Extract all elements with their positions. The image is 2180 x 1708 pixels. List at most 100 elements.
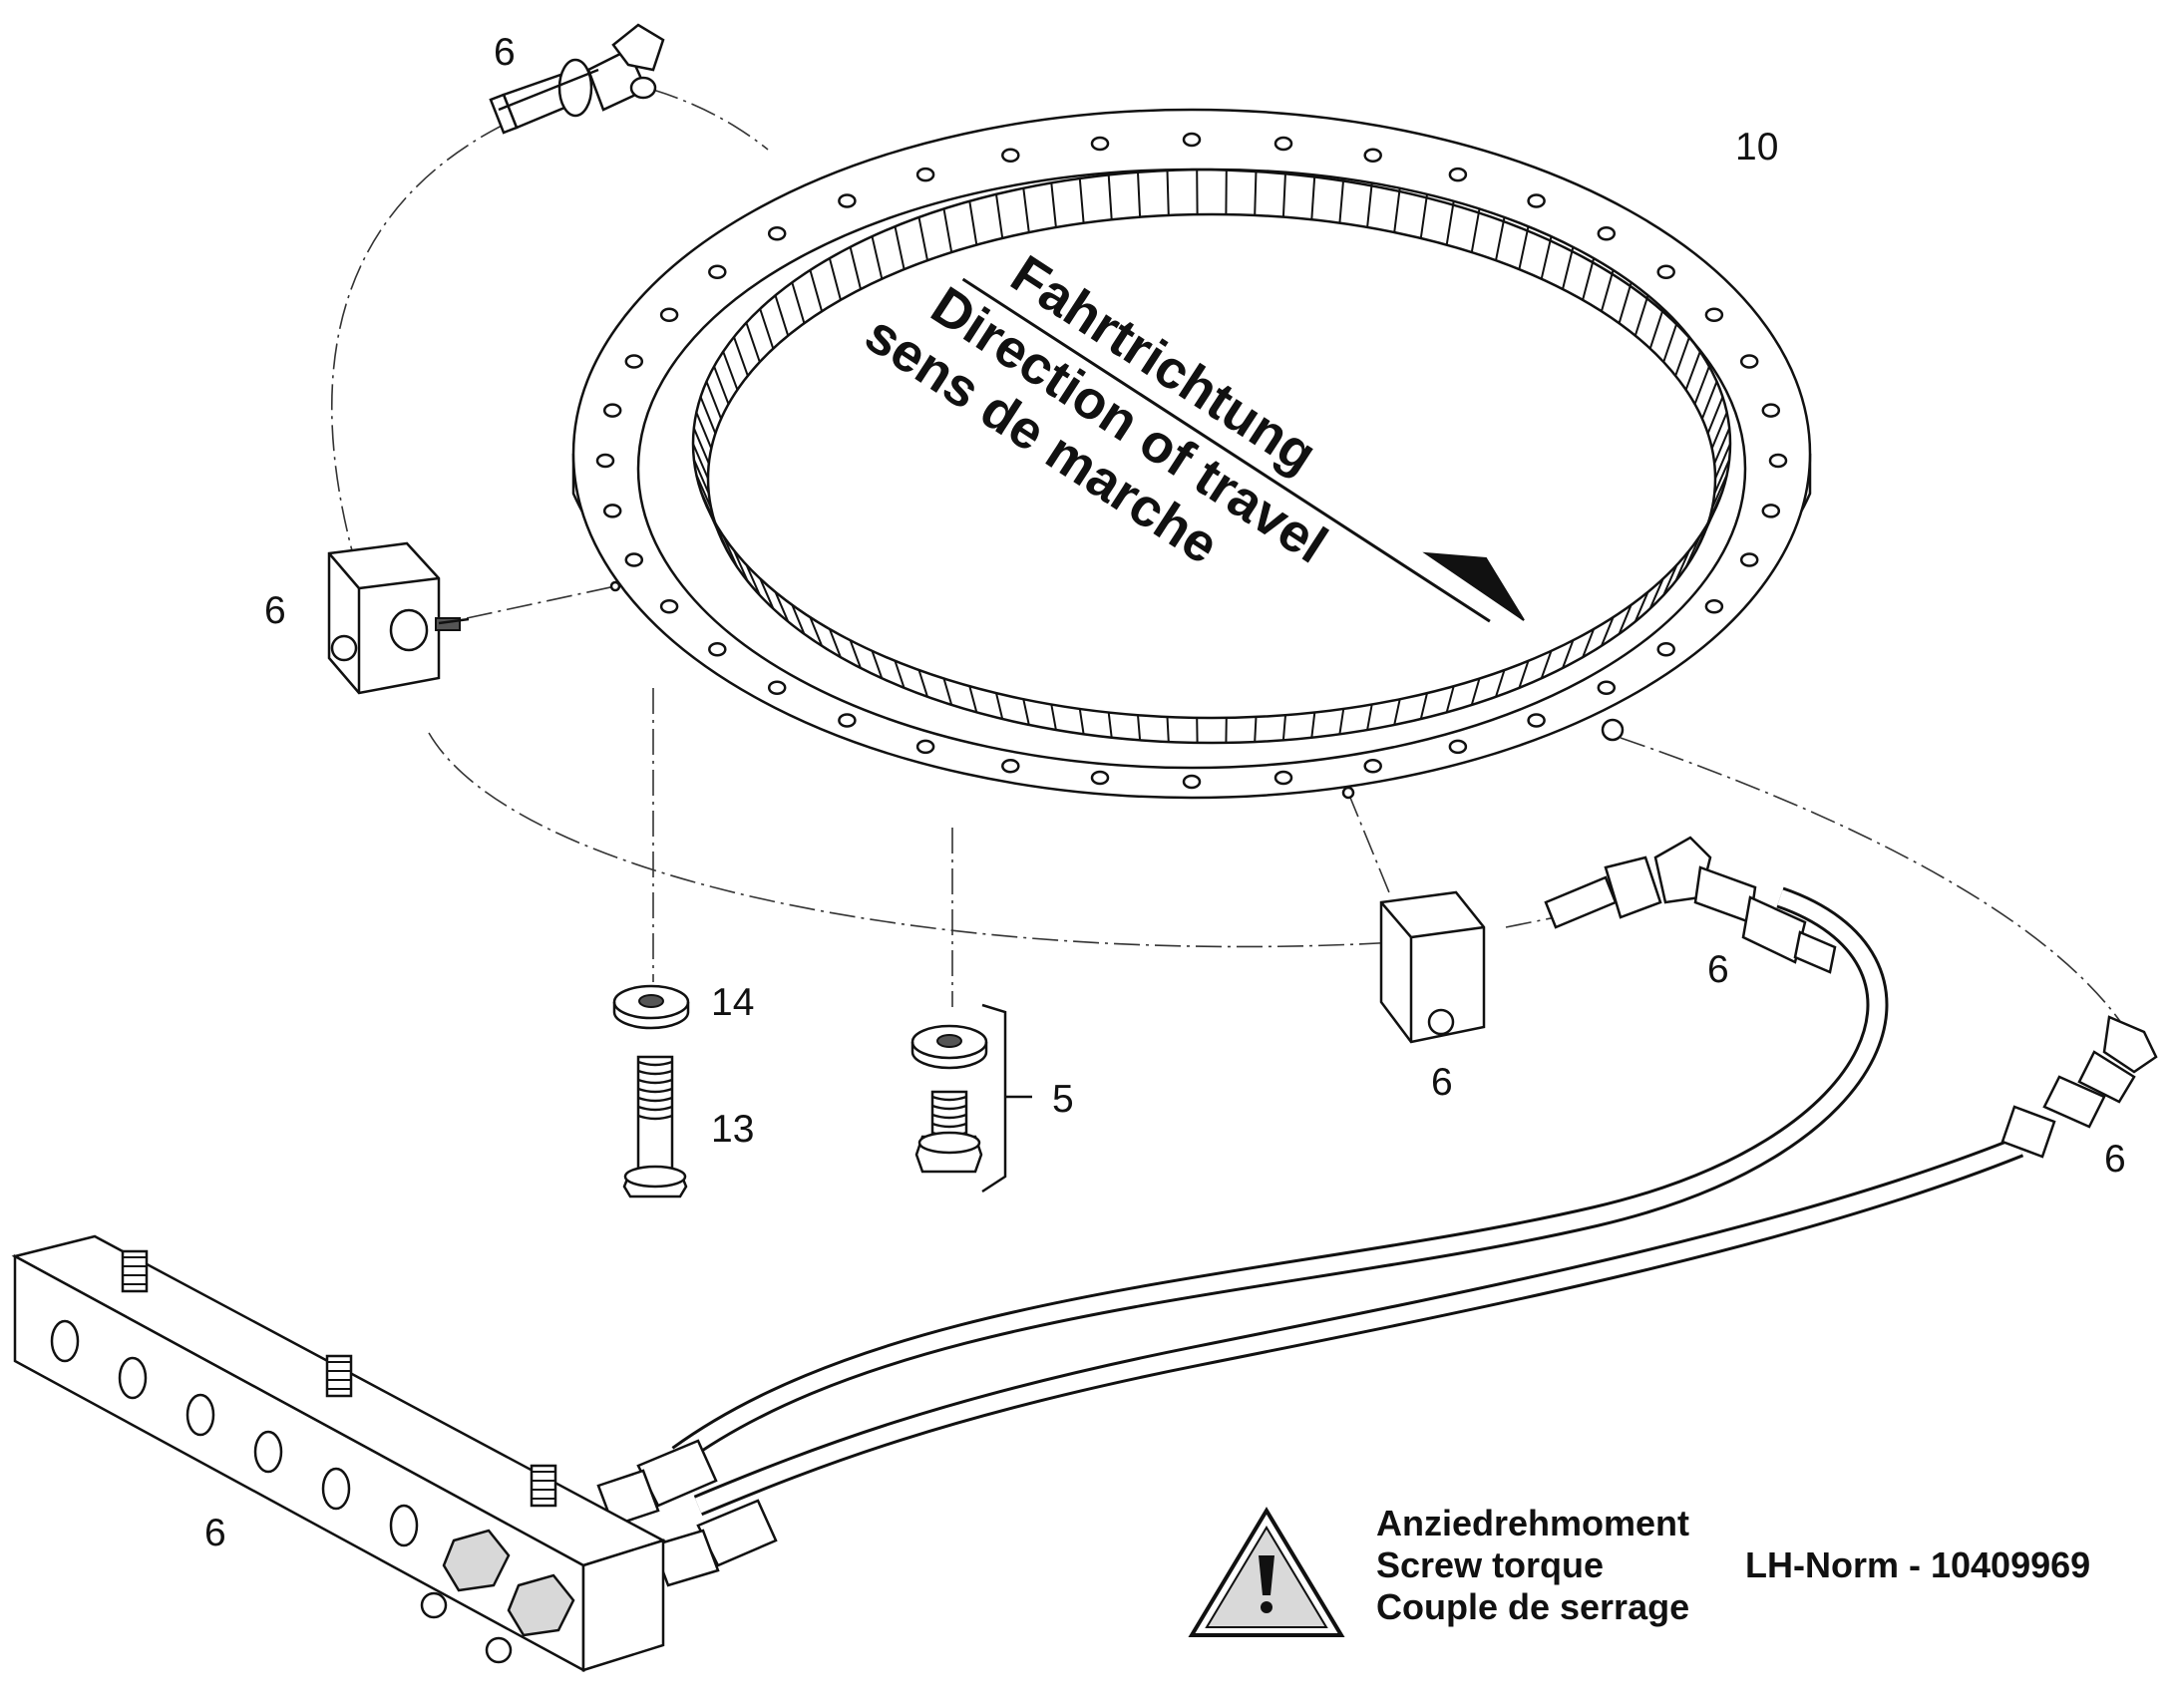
gear-tooth: [1419, 193, 1428, 239]
gear-tooth: [828, 628, 842, 658]
gear-tooth: [774, 295, 790, 336]
gear-tooth: [917, 216, 928, 261]
gear-tooth: [1137, 171, 1142, 217]
manifold-port: [389, 1504, 419, 1547]
torque-note-en: Screw torque: [1376, 1544, 1604, 1585]
lube-port: [1601, 718, 1625, 742]
gear-tooth: [699, 396, 717, 435]
slewing-ring: [571, 108, 1812, 800]
gear-tooth: [1684, 534, 1701, 568]
bolt-hole: [1363, 148, 1382, 164]
hose-lines: [671, 886, 2024, 1517]
gear-tooth: [1714, 443, 1731, 480]
gear-tooth: [745, 563, 761, 596]
gear-tooth: [1634, 591, 1649, 622]
gear-tooth: [1366, 704, 1373, 731]
gear-tooth: [1078, 177, 1085, 223]
grease-valve-fitting: [489, 23, 665, 135]
bolt-hole: [1656, 642, 1675, 657]
gear-tooth: [1078, 708, 1085, 735]
callout-14-washer: 14: [711, 981, 754, 1024]
gear-tooth: [968, 200, 978, 245]
bolt-hole: [659, 307, 679, 323]
gear-tooth: [1600, 269, 1615, 312]
gear-tooth: [1648, 308, 1664, 350]
clamp-block-right: [1379, 890, 1486, 1044]
bolt-hole: [838, 713, 857, 728]
gear-tooth: [995, 692, 1004, 720]
gear-tooth: [1582, 628, 1596, 658]
gear-tooth: [1310, 712, 1316, 738]
gear-tooth: [695, 474, 713, 510]
hose-end-fittings: [596, 1439, 778, 1587]
gear-teeth: [692, 170, 1731, 743]
gear-tooth: [745, 322, 761, 363]
gear-tooth: [774, 591, 790, 622]
gear-tooth: [791, 282, 806, 324]
gear-tooth: [1254, 716, 1258, 743]
bolt-hole: [1182, 132, 1202, 148]
gear-tooth: [1281, 171, 1286, 217]
bolt-hole: [1704, 307, 1724, 323]
gear-tooth: [722, 351, 739, 391]
bolt-item-13: [622, 1055, 688, 1198]
gear-tooth: [1600, 616, 1615, 647]
gear-tooth: [1495, 216, 1506, 261]
bolt-hole: [767, 226, 787, 241]
gear-tooth: [1166, 170, 1170, 216]
gear-tooth: [968, 685, 978, 713]
gear-tooth: [1618, 604, 1633, 635]
gear-tooth: [1540, 235, 1553, 279]
bolt-hole: [915, 739, 935, 755]
lube-port: [609, 580, 621, 592]
bolt-hole: [1761, 504, 1781, 518]
gear-tooth: [759, 308, 775, 350]
bolt-hole: [767, 680, 787, 695]
bolt-hole: [915, 167, 935, 182]
washer-item-14: [612, 984, 690, 1030]
gear-tooth: [692, 427, 710, 465]
gear-tooth: [894, 225, 906, 270]
manifold-port: [118, 1356, 148, 1400]
gear-tooth: [1310, 174, 1316, 220]
gear-tooth: [791, 604, 806, 635]
bolt-hole: [1527, 713, 1546, 728]
gear-tooth: [1562, 246, 1575, 290]
ring-bolt-holes: [595, 132, 1788, 790]
bolt-hole: [1090, 136, 1110, 152]
gear-tooth: [692, 459, 710, 495]
gear-tooth: [1700, 381, 1718, 420]
gear-tooth: [733, 336, 749, 377]
gear-tooth: [849, 639, 862, 669]
gear-tooth: [1693, 366, 1710, 405]
bolt-hole: [1527, 193, 1546, 208]
gear-tooth: [1713, 427, 1731, 465]
bolt-hole: [708, 642, 727, 657]
gear-tooth: [942, 678, 953, 706]
bolt-hole: [1273, 770, 1293, 786]
gear-tooth: [1022, 187, 1030, 233]
gear-tooth: [1582, 257, 1596, 301]
bolt-hole: [1448, 739, 1468, 755]
manifold-port: [253, 1430, 283, 1474]
bolt-hole: [1273, 136, 1293, 152]
gear-tooth: [1540, 650, 1553, 679]
gear-tooth: [1648, 577, 1664, 609]
torque-standard-reference: LH-Norm - 10409969: [1745, 1544, 2090, 1585]
bolt-hole: [1001, 758, 1020, 774]
gear-tooth: [1634, 295, 1649, 336]
hose-fitting-right: [1544, 836, 1837, 974]
center-lines: [330, 89, 2125, 1028]
elbow-fitting: [2000, 1015, 2158, 1159]
gear-tooth: [1107, 174, 1113, 220]
gear-tooth: [809, 269, 824, 312]
gear-tooth: [699, 490, 717, 524]
bolt-hole: [838, 193, 857, 208]
callout-6-top-fitting: 6: [494, 31, 516, 74]
gear-tooth: [1107, 712, 1113, 738]
gear-tooth: [871, 235, 884, 279]
manifold-port: [321, 1467, 351, 1511]
gear-tooth: [809, 616, 824, 647]
gear-tooth: [1662, 322, 1678, 363]
gear-tooth: [733, 549, 749, 582]
